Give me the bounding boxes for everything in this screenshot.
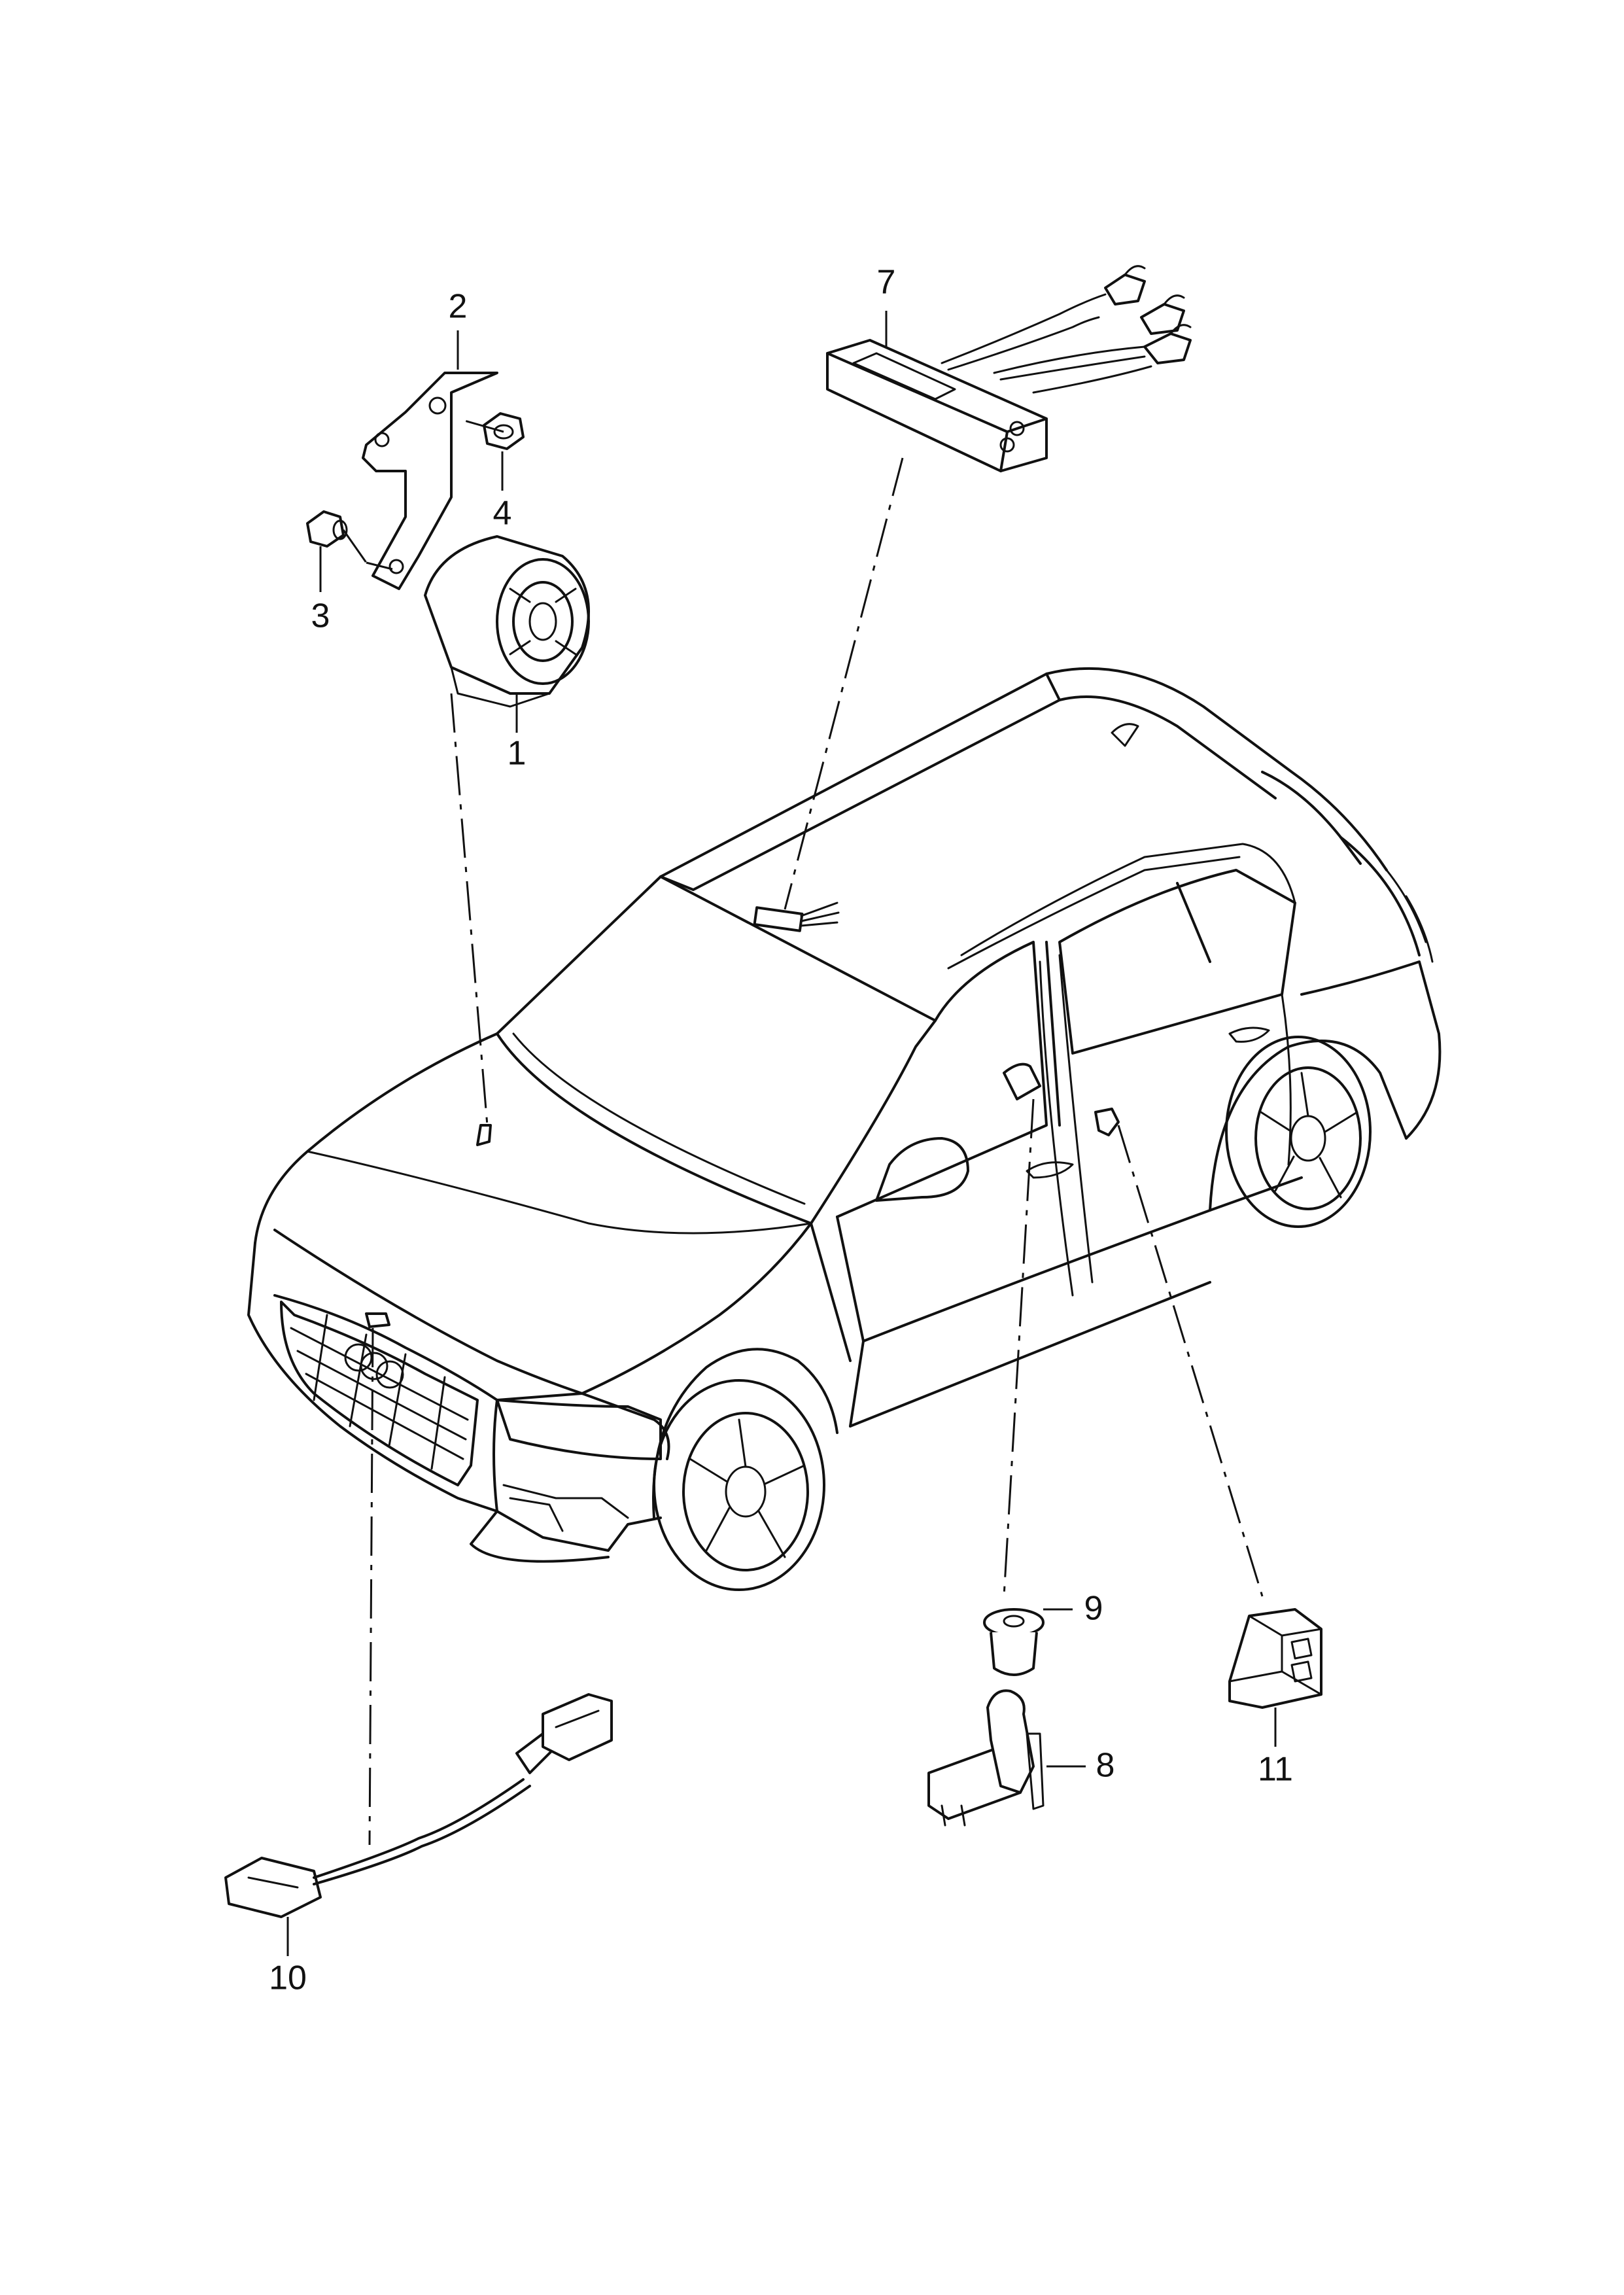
callout-10: 10 [269,1959,307,1997]
callout-1: 1 [508,735,527,773]
callout-2: 2 [449,288,468,326]
callout-leaders [286,311,1277,1956]
part-horn [424,535,590,708]
horn-location-marker [476,1124,492,1146]
assembly-lines [342,417,1264,1846]
control-unit-location-marker [753,906,804,932]
callout-3: 3 [311,597,330,635]
part-grommet [983,1608,1045,1676]
part-wiring-harness [224,1693,613,1918]
grille-mesh [290,1314,469,1470]
callout-8: 8 [1096,1747,1115,1785]
callout-9: 9 [1084,1590,1103,1628]
part-sensor [927,1689,1045,1827]
rear-wheel [1225,1036,1372,1228]
front-wheel [653,1379,825,1591]
part-switch [1228,1608,1322,1709]
callout-7: 7 [877,264,896,302]
callout-labels: 1 2 3 4 7 8 9 10 11 [269,264,1293,1997]
part-control-unit [826,265,1192,472]
part-bracket [362,372,498,590]
connector-location-marker [365,1312,390,1328]
switch-location-marker [1094,1108,1120,1136]
vehicle-illustration [247,667,1442,1591]
sensor-location-marker [1003,1062,1041,1100]
brand-rings [344,1343,404,1389]
part-nut-3 [306,510,348,548]
callout-11: 11 [1258,1751,1293,1789]
callout-4: 4 [493,495,512,533]
